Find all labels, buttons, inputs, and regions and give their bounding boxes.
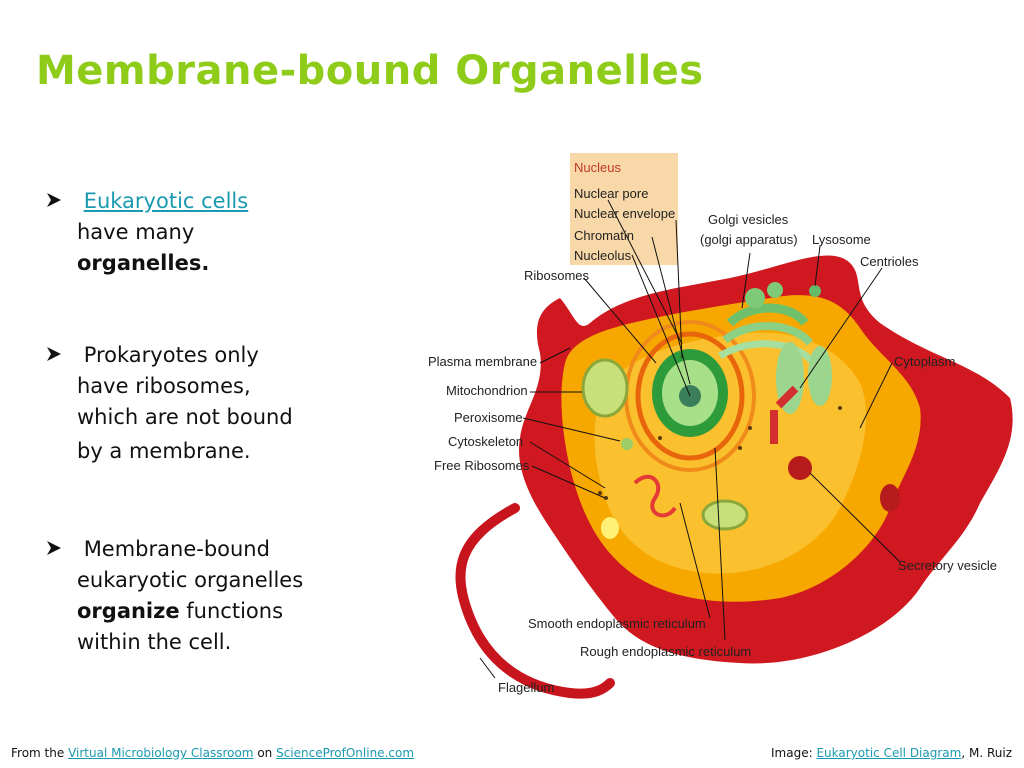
bullet-text: have ribosomes, (77, 374, 251, 398)
label-cytoplasm: Cytoplasm (894, 354, 955, 369)
eukaryotic-cells-link[interactable]: Eukaryotic cells (83, 189, 249, 213)
bullet-text: functions (179, 599, 284, 623)
bullet-item: Eukaryotic cells have many organelles. (46, 186, 377, 279)
label-smooth-er: Smooth endoplasmic reticulum (528, 616, 706, 631)
peroxisome-shape (621, 438, 633, 450)
bullet-text: eukaryotic organelles (77, 568, 304, 592)
label-flagellum: Flagellum (498, 680, 554, 695)
virtual-microbiology-classroom-link[interactable]: Virtual Microbiology Classroom (68, 746, 254, 760)
arrow-bullet-icon (47, 347, 61, 361)
slide-title: Membrane-bound Organelles (36, 48, 704, 94)
label-golgi-vesicles: Golgi vesicles (708, 212, 789, 227)
nucleus-label-box (570, 153, 678, 265)
bullet-item: Prokaryotes only have ribosomes, which a… (46, 340, 377, 467)
secretory-vesicle-shape (788, 456, 812, 480)
label-nuclear-envelope: Nuclear envelope (574, 206, 675, 221)
label-nucleus: Nucleus (574, 160, 621, 175)
footer: From the Virtual Microbiology Classroom … (0, 744, 1024, 766)
label-secretory-vesicle: Secretory vesicle (898, 558, 997, 573)
label-cytoskeleton: Cytoskeleton (448, 434, 523, 449)
label-peroxisome: Peroxisome (454, 410, 523, 425)
bullet-text: which are not bound (77, 405, 293, 429)
bullet-text: Prokaryotes only (83, 343, 259, 367)
golgi-apparatus-shape (718, 282, 815, 364)
eukaryotic-cell-diagram-link[interactable]: Eukaryotic Cell Diagram (816, 746, 962, 760)
lysosome-shape (809, 285, 821, 297)
arrow-bullet-icon (47, 541, 61, 555)
flagellum-shape (455, 503, 615, 699)
label-rough-er: Rough endoplasmic reticulum (580, 644, 751, 659)
mitochondrion-shape (701, 499, 749, 531)
label-chromatin: Chromatin (574, 228, 634, 243)
eukaryotic-cell-diagram: Nucleus Nuclear pore Nuclear envelope Ch… (428, 153, 1013, 699)
label-centrioles: Centrioles (860, 254, 919, 269)
label-ribosomes: Ribosomes (524, 268, 590, 283)
bullet-item: Membrane-bound eukaryotic organelles org… (46, 534, 377, 658)
footer-source: From the Virtual Microbiology Classroom … (11, 746, 415, 760)
footer-image-credit: Image: Eukaryotic Cell Diagram, M. Ruiz (771, 746, 1012, 760)
label-nuclear-pore: Nuclear pore (574, 186, 648, 201)
bullet-text: have many (77, 220, 195, 244)
label-nucleolus: Nucleolus (574, 248, 632, 263)
label-mitochondrion: Mitochondrion (446, 383, 528, 398)
bullet-text: Membrane-bound (83, 537, 270, 561)
bullet-text: within the cell. (77, 630, 232, 654)
bullet-text: by a membrane. (77, 439, 251, 463)
bullet-bold-text: organize (77, 599, 180, 623)
label-golgi-apparatus: (golgi apparatus) (700, 232, 798, 247)
label-lysosome: Lysosome (812, 232, 871, 247)
label-free-ribosomes: Free Ribosomes (434, 458, 530, 473)
scienceprofonline-link[interactable]: ScienceProfOnline.com (276, 746, 415, 760)
label-plasma-membrane: Plasma membrane (428, 354, 537, 369)
smooth-er-shape (633, 474, 677, 518)
bullet-bold-text: organelles. (77, 251, 210, 275)
centriole-shape (775, 385, 799, 409)
arrow-bullet-icon (47, 193, 61, 207)
mitochondrion-shape (581, 358, 629, 418)
